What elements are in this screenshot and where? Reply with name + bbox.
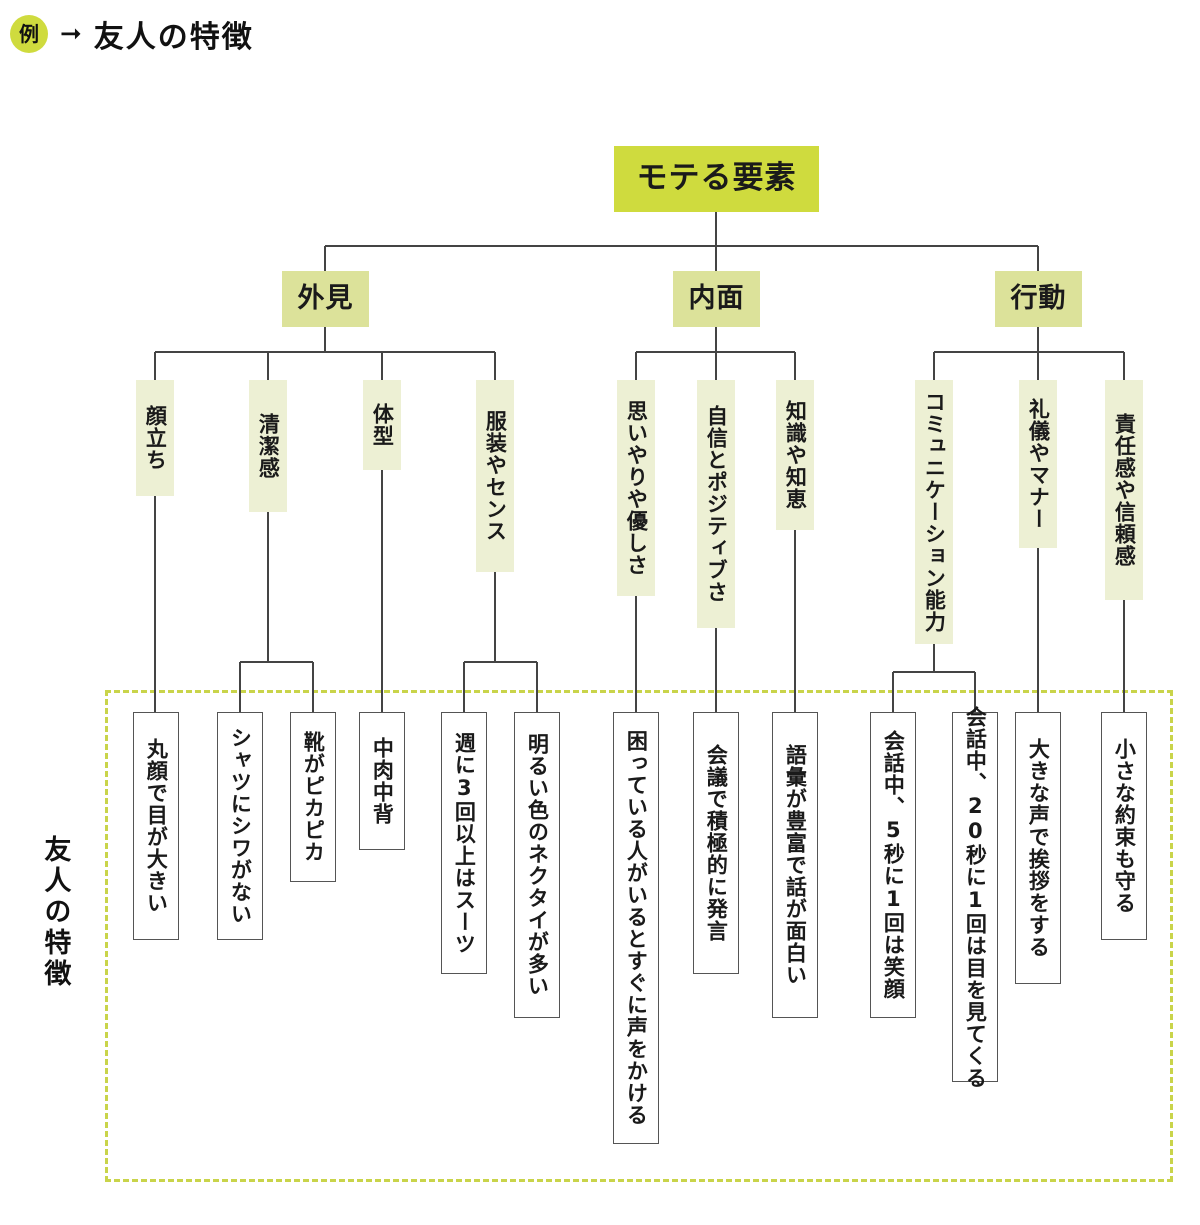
highlight-group-frame (105, 690, 1173, 1182)
node-physique-label: 体型 (370, 403, 395, 447)
node-communication[interactable]: コミュニケーション能力 (915, 380, 953, 644)
leaf-eye-20sec-label: 会話中、20秒に1回は目を見てくる (963, 705, 988, 1089)
node-communication-label: コミュニケーション能力 (922, 391, 947, 633)
node-knowledge-label: 知識や知恵 (783, 400, 808, 510)
node-knowledge[interactable]: 知識や知恵 (776, 380, 814, 530)
leaf-average-build[interactable]: 中肉中背 (359, 712, 405, 850)
leaf-suit-3times[interactable]: 週に3回以上はスーツ (441, 712, 487, 974)
leaf-no-wrinkle-label: シャツにシワがない (228, 727, 253, 925)
node-manners-label: 礼儀やマナー (1026, 398, 1051, 530)
node-behavior[interactable]: 行動 (995, 271, 1082, 327)
leaf-shiny-shoes-label: 靴がピカピカ (301, 731, 326, 863)
leaf-keep-promise[interactable]: 小さな約束も守る (1101, 712, 1147, 940)
node-kindness-label: 思いやりや優しさ (624, 400, 649, 576)
node-appearance-label: 外見 (297, 283, 354, 315)
node-responsibility-label: 責任感や信頼感 (1112, 413, 1137, 567)
node-face[interactable]: 顔立ち (136, 380, 174, 496)
node-kindness[interactable]: 思いやりや優しさ (617, 380, 655, 596)
leaf-speak-up-label: 会議で積極的に発言 (704, 744, 729, 942)
arrow-right-icon: ➞ (60, 19, 82, 49)
leaf-rich-vocab[interactable]: 語彙が豊富で話が面白い (772, 712, 818, 1018)
leaf-round-face-label: 丸顔で目が大きい (144, 738, 169, 914)
leaf-average-build-label: 中肉中背 (370, 737, 395, 825)
node-responsibility[interactable]: 責任感や信頼感 (1105, 380, 1143, 600)
node-root[interactable]: モテる要素 (614, 146, 819, 212)
leaf-smile-5sec[interactable]: 会話中、5秒に1回は笑顔 (870, 712, 916, 1018)
node-face-label: 顔立ち (143, 405, 168, 471)
node-cleanliness[interactable]: 清潔感 (249, 380, 287, 512)
node-manners[interactable]: 礼儀やマナー (1019, 380, 1057, 548)
node-fashion-label: 服装やセンス (483, 410, 508, 542)
leaf-suit-3times-label: 週に3回以上はスーツ (452, 731, 477, 955)
leaf-bright-tie-label: 明るい色のネクタイが多い (525, 733, 550, 997)
group-label: 友人の特徴 (39, 835, 71, 990)
leaf-loud-greeting[interactable]: 大きな声で挨拶をする (1015, 712, 1061, 984)
leaf-loud-greeting-label: 大きな声で挨拶をする (1026, 738, 1051, 958)
leaf-eye-20sec[interactable]: 会話中、20秒に1回は目を見てくる (952, 706, 998, 1089)
leaf-smile-5sec-label: 会話中、5秒に1回は笑顔 (881, 730, 906, 1000)
leaf-shiny-shoes[interactable]: 靴がピカピカ (290, 712, 336, 882)
node-appearance[interactable]: 外見 (282, 271, 369, 327)
page-header: 例 ➞ 友人の特徴 (10, 12, 254, 56)
leaf-no-wrinkle[interactable]: シャツにシワがない (217, 712, 263, 940)
leaf-help-people-label: 困っている人がいるとすぐに声をかける (624, 730, 649, 1126)
node-fashion[interactable]: 服装やセンス (476, 380, 514, 572)
node-inner[interactable]: 内面 (673, 271, 760, 327)
node-inner-label: 内面 (688, 283, 745, 315)
leaf-rich-vocab-label: 語彙が豊富で話が面白い (783, 744, 808, 986)
leaf-help-people[interactable]: 困っている人がいるとすぐに声をかける (613, 712, 659, 1144)
leaf-round-face[interactable]: 丸顔で目が大きい (133, 712, 179, 940)
node-confidence[interactable]: 自信とポジティブさ (697, 380, 735, 628)
node-physique[interactable]: 体型 (363, 380, 401, 470)
node-confidence-label: 自信とポジティブさ (704, 405, 729, 603)
node-cleanliness-label: 清潔感 (256, 413, 281, 479)
node-root-label: モテる要素 (636, 160, 797, 197)
leaf-keep-promise-label: 小さな約束も守る (1112, 738, 1137, 914)
leaf-bright-tie[interactable]: 明るい色のネクタイが多い (514, 712, 560, 1018)
example-badge: 例 (10, 15, 48, 53)
leaf-speak-up[interactable]: 会議で積極的に発言 (693, 712, 739, 974)
node-behavior-label: 行動 (1010, 283, 1067, 315)
page-title: 友人の特徴 (93, 20, 254, 55)
